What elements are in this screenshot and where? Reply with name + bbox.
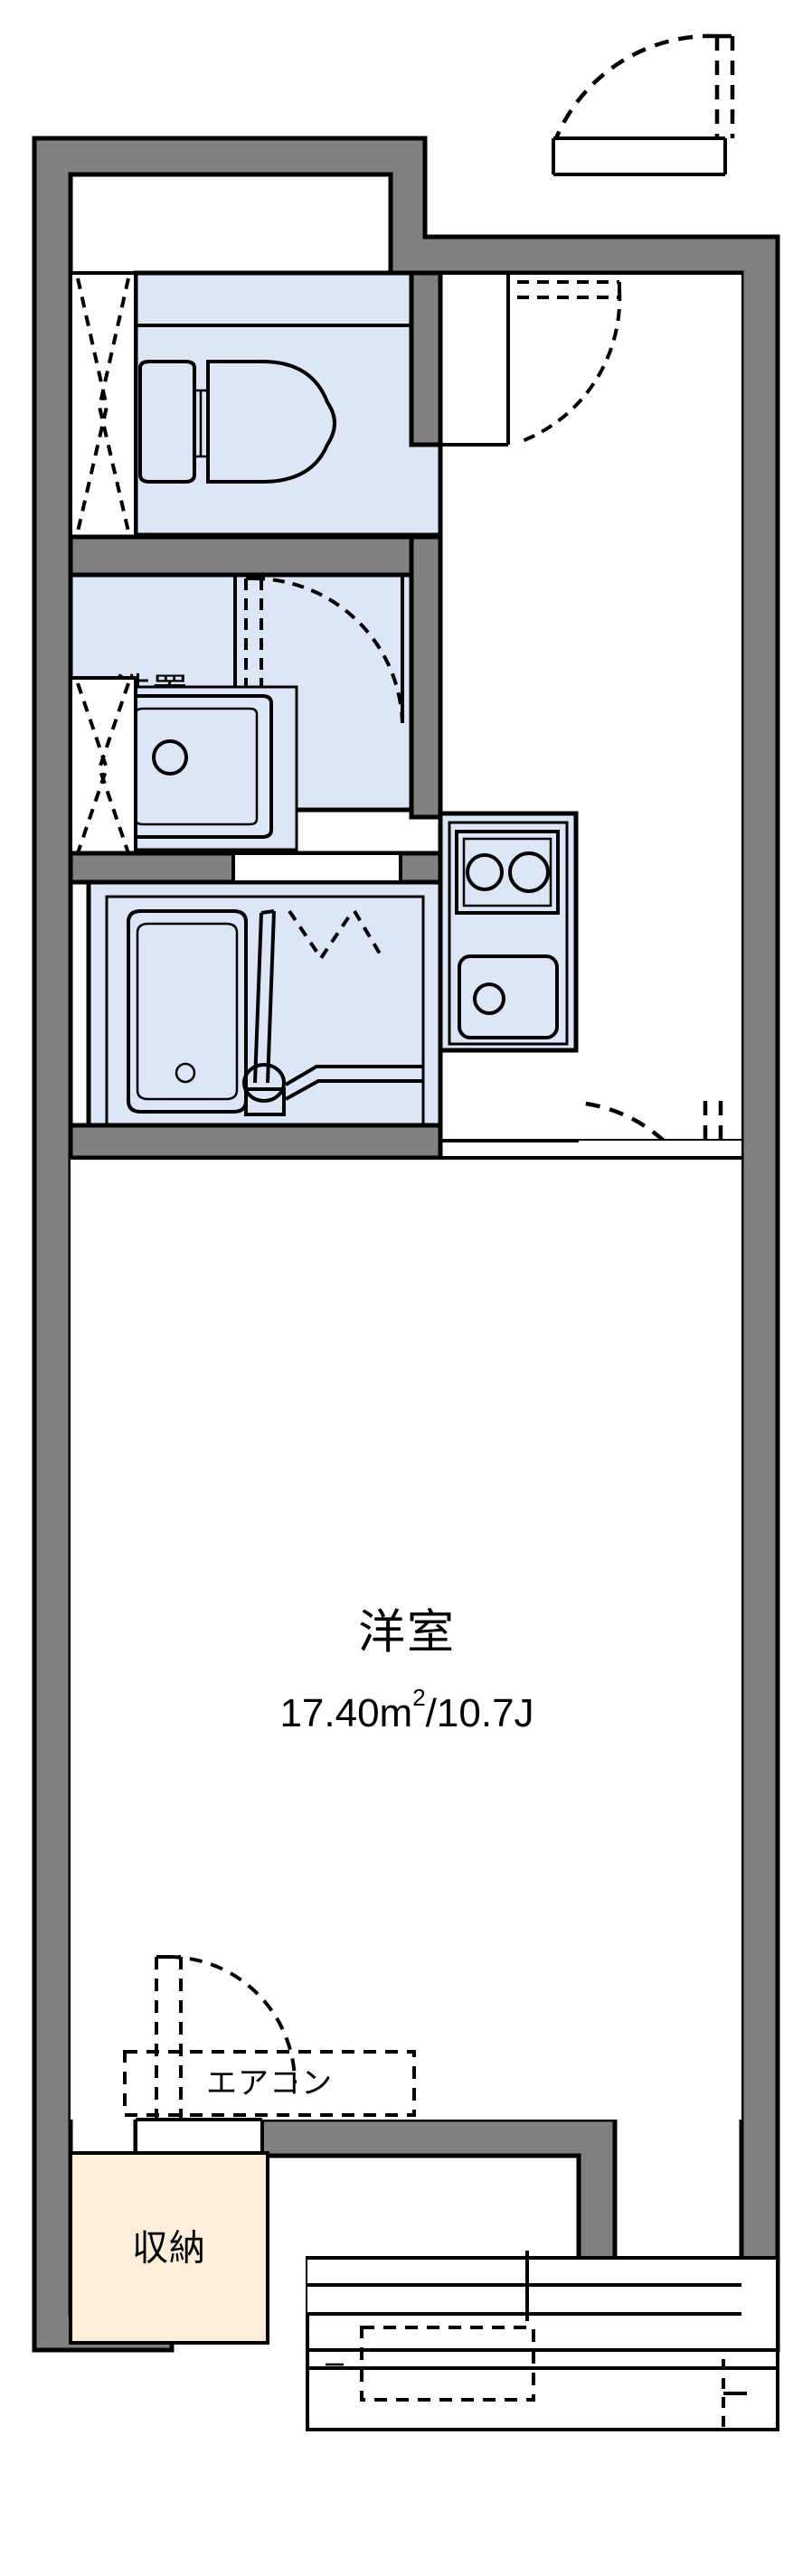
main-room-area: 17.40m2/10.7J — [279, 1684, 533, 1735]
main-room-name: 洋室 — [358, 1607, 456, 1659]
balcony-door-connector — [722, 2359, 747, 2431]
toilet-laundry-wall — [68, 534, 443, 578]
toilet-room — [133, 270, 443, 538]
bathroom — [86, 879, 443, 1142]
wash-basin-door[interactable] — [69, 676, 137, 860]
main-room: 洋室 17.40m2/10.7J — [71, 1156, 741, 2120]
balcony-window[interactable] — [307, 2251, 741, 2321]
room-entry-door[interactable] — [440, 273, 622, 447]
toilet-door[interactable] — [69, 271, 137, 539]
air-conditioner-label: エアコン — [206, 2066, 333, 2101]
closet-label: 収納 — [132, 2229, 206, 2269]
closet-doors[interactable] — [134, 2118, 264, 2155]
bathroom-threshold — [231, 851, 402, 884]
air-conditioner-marker: エアコン — [123, 1955, 416, 2120]
kitchen — [438, 811, 579, 1053]
closet: 収納 — [69, 2151, 269, 2345]
entrance-door[interactable] — [552, 33, 735, 176]
